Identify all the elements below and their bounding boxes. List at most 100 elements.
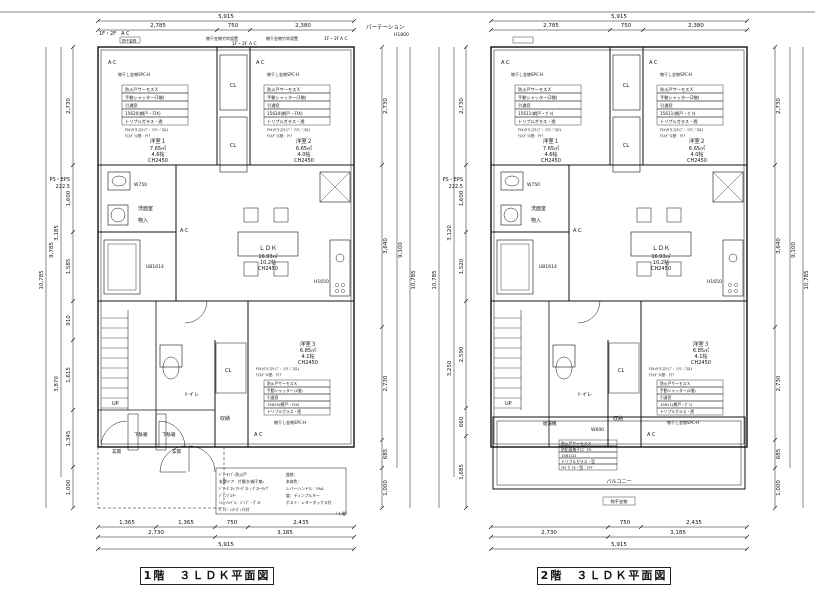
room-name-bed1: 洋室１: [150, 137, 167, 145]
dimension-tick: [488, 27, 494, 33]
w750-label: W750: [527, 182, 540, 188]
note-floor-label: （１階）: [334, 511, 349, 516]
balcony-inner: [496, 420, 742, 486]
room-tatami-bed3: 4.1帖: [695, 353, 708, 360]
dimension-tick: [605, 534, 611, 540]
dimension-tick: [247, 27, 253, 33]
dim-bottom: 2,435: [293, 520, 309, 526]
dimension-tick: [607, 27, 613, 33]
washbasin-bowl: [504, 175, 520, 187]
inner-wall-line: [100, 49, 352, 445]
spec-box: [121, 116, 189, 126]
dim-right: 1,000: [776, 480, 782, 496]
shoe-cabinet: [127, 413, 139, 451]
dimension-tick: [351, 524, 357, 530]
note-line: ポスト：レターボックス付: [286, 500, 332, 505]
dimension-tick: [638, 524, 644, 530]
dimension-tick: [70, 505, 76, 511]
window-spec: ﾓｽﾄｶﾞﾗｽ型：ｸﾘｱ: [256, 372, 281, 377]
dimension-tick: [351, 546, 357, 552]
w600-label: W600: [591, 427, 604, 433]
spec-box: [656, 116, 724, 126]
window-spec: 引違窓: [125, 102, 138, 109]
closet-label: CL: [623, 83, 629, 89]
bathtub-inner: [107, 243, 137, 291]
dimension-tick: [772, 324, 778, 330]
stove-burner: [341, 283, 345, 287]
dim-right: 3,640: [776, 238, 782, 254]
window-spec: トリプルガラス・透: [267, 409, 301, 414]
window-spec: ﾓｽﾄｶﾞﾗｽ型：ｸﾘｱ: [125, 133, 150, 138]
room-area-bed2: 6.65㎡: [296, 145, 312, 152]
window-spec: 防火戸サーモスＸ: [660, 381, 691, 386]
note-line: 錠前：: [286, 472, 297, 477]
window-spec: 15611(網戸・ｶﾞﾗ): [660, 110, 696, 117]
dim-top: 2,785: [150, 23, 166, 29]
room-ch-bed3: CH2450: [691, 360, 711, 366]
dimension-tick: [605, 524, 611, 530]
dimension-tick: [463, 405, 469, 411]
room-area-bed1: 7.65㎡: [150, 145, 166, 152]
dim-left-sub: 3,870: [54, 376, 60, 392]
overall-width-top: 5,915: [611, 14, 627, 20]
dimension-tick: [744, 534, 750, 540]
room-ch-bed1: CH2450: [541, 158, 561, 164]
window-spec: トリプルガラス・透: [125, 118, 163, 125]
balcony-outline: [492, 416, 746, 490]
ps-eps-dim: 222.5: [449, 184, 463, 190]
top-box: [512, 36, 534, 44]
dimension-tick: [744, 524, 750, 530]
bathtub-inner: [500, 243, 530, 291]
dim-top: 750: [228, 23, 239, 29]
dimension-tick: [153, 524, 159, 530]
spec-box: [263, 407, 331, 416]
stair-void-x: [319, 171, 351, 203]
window-spec: 防火戸サーモスＸ: [660, 86, 694, 93]
dim-bottom: 1,365: [178, 520, 194, 526]
dimension-tick: [379, 505, 385, 511]
room-tatami-bed3: 4.1帖: [302, 353, 315, 360]
window-spec: FIXガラスﾀｲﾌﾟ：ｸﾘｱ／ﾌﾛｽﾄ: [518, 127, 561, 132]
top-rack-label: 物干金物竹竿設置: [266, 35, 298, 41]
dimension-tick: [744, 27, 750, 33]
balcony-spec: 防火戸サーモスＸ: [561, 441, 592, 446]
window-spec: 防火戸サーモスＸ: [518, 86, 552, 93]
spec-box: [514, 116, 582, 126]
closet-label: 物入: [138, 217, 148, 224]
spec-box: [263, 116, 331, 126]
dim-right: 2,730: [776, 375, 782, 391]
window-spec: FIXガラスﾀｲﾌﾟ：ｸﾘｱ／ﾌﾛｽﾄ: [660, 127, 703, 132]
dim-bottom: 2,730: [148, 530, 164, 536]
dimension-tick: [214, 27, 220, 33]
dim-right: 2,730: [383, 375, 389, 391]
dimension-tick: [95, 18, 101, 24]
room-ch-bed2: CH2450: [294, 158, 314, 164]
dim-right: 2,730: [383, 98, 389, 114]
overall-width-bottom: 5,915: [611, 542, 627, 548]
window-spec: 手動シャッター(2階): [518, 94, 558, 101]
dim-left-sub: 3,120: [447, 225, 453, 241]
dimension-tick: [70, 229, 76, 235]
dim-left: 1,600: [459, 190, 465, 206]
ub-label: UB1614: [539, 264, 557, 270]
dryer-label: 物干し金物SPC-H: [667, 419, 699, 425]
ac-label: A C: [647, 432, 656, 438]
stove-burner: [728, 283, 732, 287]
stove-burner: [335, 283, 339, 287]
kitchen-counter: [722, 239, 744, 297]
note-line: 玄関ドア 片開き(親子扉): [219, 479, 264, 484]
dimension-tick: [488, 546, 494, 552]
dim-left-sub: 3,185: [54, 225, 60, 241]
dim-bottom: 2,730: [541, 530, 557, 536]
bathtub: [496, 239, 534, 295]
window-spec: 手動シャッター(1階): [267, 388, 303, 393]
room-name-bed3: 洋室３: [693, 340, 710, 348]
ac-label-top: A C: [340, 36, 348, 42]
dimension-tick: [463, 505, 469, 511]
ps-eps-label: PS・EPS: [49, 177, 70, 183]
window-spec: ﾓｽﾄｶﾞﾗｽ型：ｸﾘｱ: [649, 372, 674, 377]
window-spec: ﾓｽﾄｶﾞﾗｽ型：ｸﾘｱ: [660, 133, 685, 138]
room-area-ldk: 16.93㎡: [258, 253, 277, 260]
dining-table: [630, 231, 692, 257]
window-spec: 15620(網戸・FIX): [267, 402, 300, 407]
